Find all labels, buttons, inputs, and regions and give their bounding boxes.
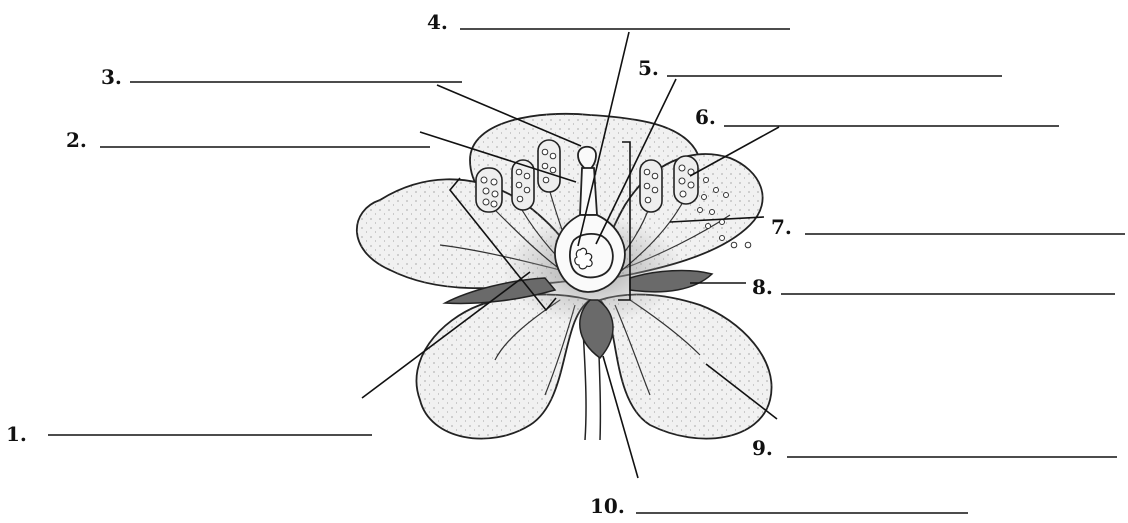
label-number-6: 6. [695, 105, 716, 129]
anther-4 [640, 160, 662, 212]
label-number-7: 7. [771, 215, 792, 239]
stem [583, 330, 586, 440]
label-number-5: 5. [638, 56, 659, 80]
label-number-8: 8. [752, 275, 773, 299]
label-number-4: 4. [427, 10, 448, 34]
label-number-2: 2. [66, 128, 87, 152]
label-number-1: 1. [6, 422, 27, 446]
label-number-10: 10. [590, 494, 625, 518]
anther-1 [476, 168, 502, 212]
anther-5 [674, 156, 698, 204]
label-number-3: 3. [101, 65, 122, 89]
anther-3 [538, 140, 560, 192]
flower-illustration [357, 114, 772, 440]
label-number-9: 9. [752, 436, 773, 460]
